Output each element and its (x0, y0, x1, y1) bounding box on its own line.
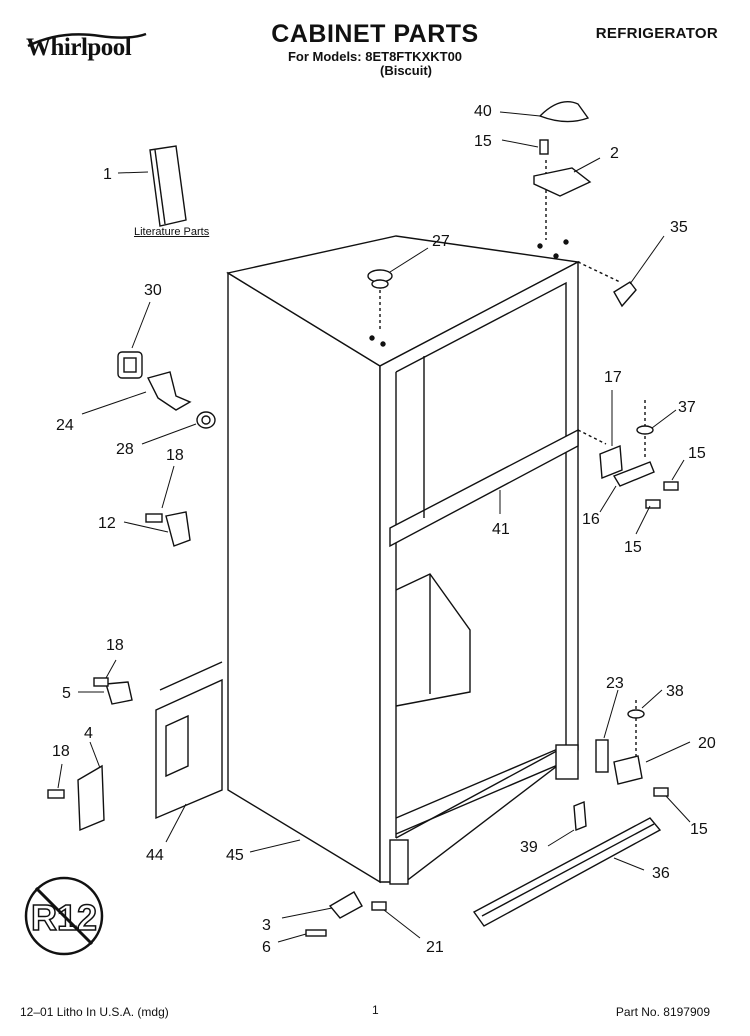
callout-41: 41 (492, 521, 510, 538)
front-opening (395, 281, 567, 839)
r12-badge: R12 (24, 876, 104, 956)
callout-1: 1 (103, 166, 112, 183)
callout-28: 28 (116, 441, 134, 458)
callout-37: 37 (678, 399, 696, 416)
callout-27: 27 (432, 233, 450, 250)
cabinet-side-panel (227, 271, 381, 884)
callout-36: 36 (652, 865, 670, 882)
callout-39: 39 (520, 839, 538, 856)
page-title: CABINET PARTS (271, 20, 479, 48)
callout-leaders (57, 111, 691, 943)
callout-17: 17 (604, 369, 622, 386)
cabinet-drawing (47, 101, 679, 937)
footer-litho: 12–01 Litho In U.S.A. (mdg) (20, 1005, 169, 1019)
callout-30: 30 (144, 282, 162, 299)
callout-45: 45 (226, 847, 244, 864)
callout-15-right-upper: 15 (688, 445, 706, 462)
variant-label: (Biscuit) (380, 63, 432, 78)
footer-page-number: 1 (372, 1003, 379, 1017)
callout-3: 3 (262, 917, 271, 934)
callout-44: 44 (146, 847, 164, 864)
models-line: For Models: 8ET8FTKXKT00 (287, 49, 463, 64)
callout-15-top: 15 (474, 133, 492, 150)
callout-4: 4 (84, 725, 93, 742)
callout-2: 2 (610, 145, 619, 162)
callout-18-upper: 18 (166, 447, 184, 464)
center-divider-bar (389, 428, 579, 548)
cabinet-front-face (379, 260, 579, 883)
callout-15-lower: 15 (690, 821, 708, 838)
callout-38: 38 (666, 683, 684, 700)
footer-part-number: Part No. 8197909 (615, 1005, 710, 1019)
callout-5: 5 (62, 685, 71, 702)
callout-20: 20 (698, 735, 716, 752)
callout-21: 21 (426, 939, 444, 956)
callout-labels: 1 2 3 4 5 6 12 15 15 15 15 16 17 18 18 1… (52, 103, 716, 956)
logo-swoosh-icon (27, 32, 147, 48)
callout-40: 40 (474, 103, 492, 120)
literature-parts-label: Literature Parts (134, 226, 210, 238)
category-label: REFRIGERATOR (595, 25, 718, 42)
callout-15-mid: 15 (624, 539, 642, 556)
callout-16: 16 (582, 511, 600, 528)
callout-24: 24 (56, 417, 74, 434)
callout-12: 12 (98, 515, 116, 532)
callout-23: 23 (606, 675, 624, 692)
callout-35: 35 (670, 219, 688, 236)
callout-6: 6 (262, 939, 271, 956)
callout-18-lower: 18 (52, 743, 70, 760)
callout-18-middle: 18 (106, 637, 124, 654)
